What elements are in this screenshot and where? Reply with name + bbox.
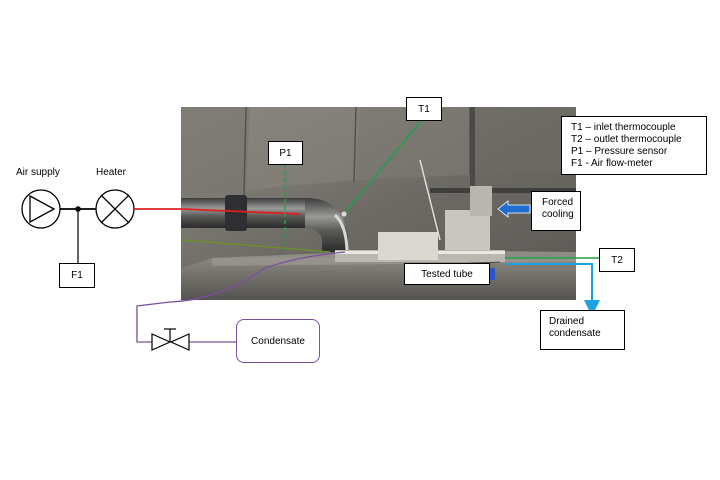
drain-line: [505, 263, 600, 316]
heater-symbol: [95, 189, 135, 229]
heater-label: Heater: [96, 167, 127, 178]
forced-cooling-arrow: [497, 200, 531, 218]
f1-box: F1: [59, 263, 95, 288]
legend-item-t1: T1 – inlet thermocouple: [571, 122, 676, 133]
t1-probe: [340, 210, 348, 218]
legend-item-t2: T2 – outlet thermocouple: [571, 134, 682, 145]
legend-item-p1: P1 – Pressure sensor: [571, 146, 668, 157]
forced-cooling-box: Forced cooling: [531, 191, 581, 231]
air-supply-label: Air supply: [16, 167, 60, 178]
t2-box: T2: [599, 248, 635, 272]
condensate-label: Condensate: [251, 335, 305, 347]
drained-condensate-line-1: Drained: [549, 316, 585, 327]
legend-item-f1: F1 - Air flow-meter: [571, 158, 653, 169]
t2-label: T2: [611, 254, 623, 266]
drained-condensate-line-2: condensate: [549, 328, 601, 339]
t1-box: T1: [406, 97, 442, 121]
p1-label: P1: [279, 147, 292, 159]
legend-box: T1 – inlet thermocouple T2 – outlet ther…: [561, 116, 707, 175]
t1-label: T1: [418, 103, 430, 115]
drained-condensate-box: Drained condensate: [540, 310, 625, 350]
hot-air-line: [134, 208, 301, 215]
p1-box: P1: [268, 141, 303, 165]
t1-lead-line: [343, 120, 422, 215]
condensate-box: Condensate: [236, 319, 320, 363]
condensate-line: [136, 251, 346, 343]
forced-cooling-line-1: Forced: [542, 197, 574, 208]
f1-label: F1: [71, 270, 83, 281]
valve-symbol: [151, 328, 190, 351]
tested-tube-label: Tested tube: [421, 268, 473, 280]
rig-photograph: [180, 106, 576, 300]
tested-tube-box: Tested tube: [404, 263, 490, 285]
forced-cooling-line-2: cooling: [542, 209, 574, 220]
air-supply-pump-symbol: [21, 189, 61, 229]
